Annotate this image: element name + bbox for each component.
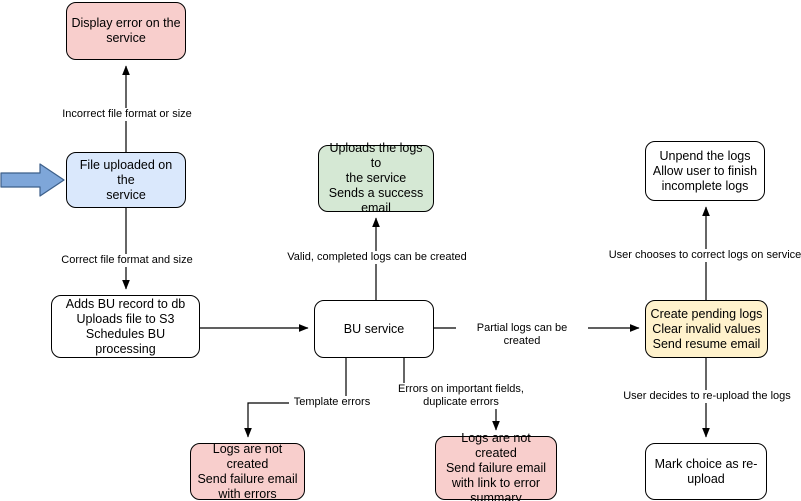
node-create-pending-logs[interactable]: Create pending logs Clear invalid values… (645, 300, 768, 358)
edge-label-user-decides-to-re-upload-the-logs: User decides to re-upload the logs (619, 390, 795, 403)
edge-label-correct-file-format-and-size: Correct file format and size (59, 254, 195, 267)
node-bu-service[interactable]: BU service (314, 300, 434, 358)
node-adds-bu-record[interactable]: Adds BU record to db Uploads file to S3 … (51, 295, 200, 358)
node-uploads-the-logs[interactable]: Uploads the logs to the service Sends a … (318, 141, 434, 215)
node-mark-choice-as-re-upload[interactable]: Mark choice as re- upload (645, 443, 767, 500)
start-arrow (0, 163, 66, 197)
edge-label-valid-completed-logs-can-be-created: Valid, completed logs can be created (284, 251, 470, 264)
node-display-error[interactable]: Display error on the service (66, 2, 186, 60)
edge-label-template-errors: Template errors (289, 396, 375, 409)
edge-label-errors-on-important-fields: Errors on important fields, duplicate er… (394, 383, 528, 409)
node-logs-not-created-with-errors[interactable]: Logs are not created Send failure email … (190, 442, 305, 501)
node-unpend-the-logs[interactable]: Unpend the logs Allow user to finish inc… (645, 141, 765, 201)
node-logs-not-created-error-summary[interactable]: Logs are not created Send failure email … (435, 431, 557, 501)
edge-label-partial-logs-can-be-created: Partial logs can be created (456, 322, 588, 348)
edge-label-user-chooses-to-correct-logs-on-service: User chooses to correct logs on service (607, 249, 801, 262)
node-file-uploaded-on-the-service[interactable]: File uploaded on the service (66, 152, 186, 208)
edge-label-incorrect-file-format-or-size: Incorrect file format or size (58, 108, 196, 121)
